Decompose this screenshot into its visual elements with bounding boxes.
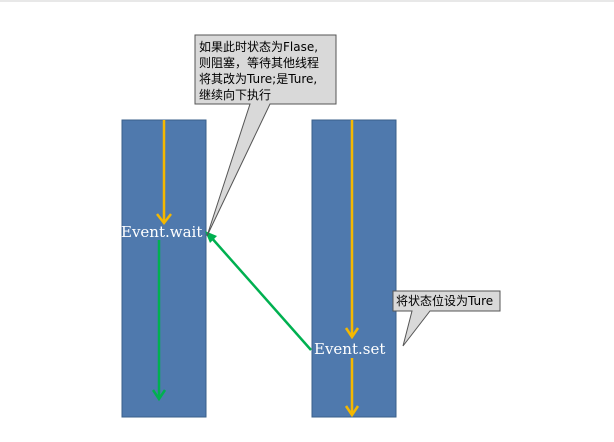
chevron-down-icon <box>344 405 360 418</box>
signal-arrow-line <box>209 235 312 351</box>
chevron-down-icon <box>151 389 167 402</box>
event-set-label: Event.set <box>314 340 385 358</box>
wait-callout-shape <box>194 34 337 237</box>
wait-callout-line-1: 如果此时状态为Flase, <box>199 39 318 54</box>
wait-callout-line-3: 将其改为Ture;是Ture, <box>199 72 317 86</box>
chevron-down-icon <box>156 213 172 226</box>
setting-thread-bar: Event.set <box>311 119 397 418</box>
setting-thread-rect <box>311 119 397 418</box>
wait-callout-line-2: 则阻塞，等待其他线程 <box>199 55 319 70</box>
wait-callout: 如果此时状态为Flase, 则阻塞，等待其他线程 将其改为Ture;是Ture,… <box>194 34 337 237</box>
signal-arrow <box>205 231 312 351</box>
wait-callout-line-4: 继续向下执行 <box>199 87 271 102</box>
set-callout-line-1: 将状态位设为Ture <box>396 293 493 308</box>
waiting-thread-bar: Event.wait <box>121 119 207 418</box>
chevron-down-icon <box>344 327 360 340</box>
set-callout-shape <box>392 290 501 347</box>
event-wait-label: Event.wait <box>121 223 202 241</box>
set-callout: 将状态位设为Ture <box>392 290 501 347</box>
